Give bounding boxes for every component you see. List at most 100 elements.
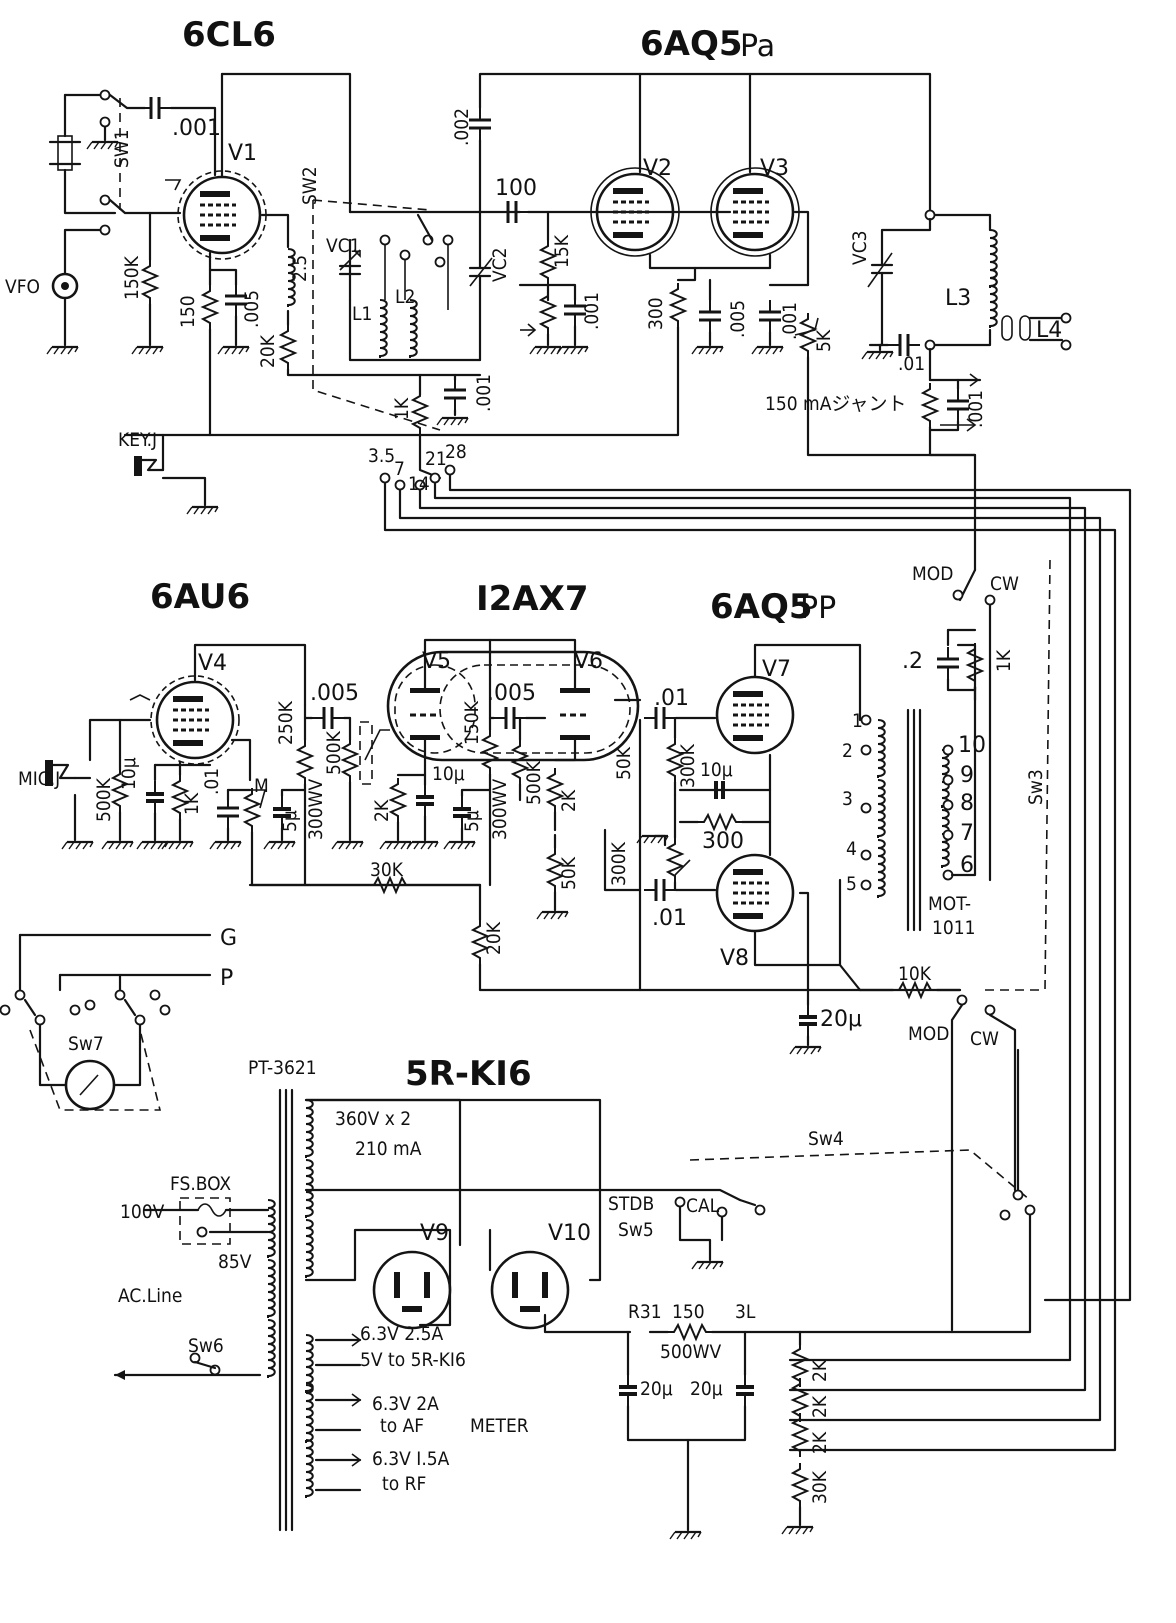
label-tap-6: 6 [960, 853, 974, 878]
label-shunt: 150 mAジャント [765, 393, 906, 415]
label-tap-35: 3.5 [368, 445, 395, 467]
label-c001c: .001 [779, 302, 801, 340]
label-r300k: 300K [677, 743, 699, 788]
label-sec-ma: 210 mA [355, 1138, 422, 1160]
label-vc3: VC3 [849, 230, 871, 265]
label-100v: 100V [120, 1201, 165, 1223]
rf-oscillator-section [45, 72, 1132, 1452]
label-r300k-b: 300K [608, 841, 630, 886]
label-r150: 150 [177, 295, 199, 328]
label-r31: R31 [628, 1301, 662, 1323]
label-l4: L4 [1036, 318, 1062, 343]
label-v6: V6 [574, 649, 603, 674]
label-c01-a: .01 [654, 686, 689, 711]
label-c001b: .001 [581, 292, 603, 330]
label-v8: V8 [720, 946, 749, 971]
label-cal: CAL [686, 1195, 720, 1217]
label-key: KEY.J [118, 429, 157, 451]
v10-tube [490, 1250, 570, 1330]
label-g: G [220, 926, 237, 951]
label-tap-7: 7 [960, 821, 974, 846]
label-cw-b: CW [970, 1028, 999, 1050]
label-c005-mod: .005 [310, 681, 359, 706]
label-bleed-1: 2K [809, 1359, 831, 1382]
label-m: M [254, 775, 269, 797]
label-v7: V7 [762, 657, 791, 682]
fuse-box [179, 1197, 231, 1245]
label-tap-4: 4 [846, 838, 857, 860]
label-tap-21: 21 [425, 448, 447, 470]
label-r1k: 1K [391, 397, 413, 420]
label-c20b: 20μ [690, 1378, 723, 1400]
label-l1: L1 [352, 303, 372, 325]
label-h2a: 6.3V 2A [372, 1393, 439, 1415]
label-r500k-b: 500K [323, 730, 345, 775]
label-v2: V2 [643, 156, 672, 181]
label-300wv: 300WV [305, 778, 327, 840]
label-tap-5: 5 [846, 873, 857, 895]
label-meter: METER [470, 1415, 529, 1437]
label-c5u: 5μ [279, 810, 301, 832]
label-r50k-b: 50K [613, 746, 635, 780]
tube-v2v3-suffix: Pa [740, 29, 775, 64]
label-v4: V4 [198, 651, 227, 676]
label-r2k: 2K [371, 799, 393, 822]
label-500wv: 500WV [660, 1341, 722, 1363]
label-r5k: 5K [813, 329, 835, 352]
v8-tube [715, 853, 795, 933]
label-c01-b: .01 [652, 906, 687, 931]
label-c10u-c: 10μ [700, 759, 733, 781]
label-h1b: 5V to 5R-KI6 [360, 1349, 466, 1371]
label-p: P [220, 966, 233, 991]
label-sw4: Sw4 [808, 1128, 844, 1150]
label-c001d: .001 [965, 390, 987, 428]
label-r150k: 150K [121, 255, 143, 300]
label-pt: PT-3621 [248, 1057, 317, 1079]
label-mod-b: MOD [908, 1023, 949, 1045]
label-mic: MIC.J [18, 768, 60, 790]
label-c005-b: .005 [487, 681, 536, 706]
tube-rect-type: 5R-KI6 [405, 1054, 532, 1094]
label-r500k: 500K [93, 777, 115, 822]
label-c100: 100 [495, 176, 537, 201]
label-tap-14: 14 [408, 473, 430, 495]
label-h2b: to AF [380, 1415, 424, 1437]
label-v9: V9 [420, 1221, 449, 1246]
label-r30k: 30K [370, 859, 404, 881]
key-jack [134, 456, 142, 476]
label-r1k-mod: 1K [181, 792, 203, 815]
label-tap-1: 1 [852, 710, 863, 732]
label-bleed-4: 30K [809, 1470, 831, 1504]
label-c001-grid: .001 [172, 116, 221, 141]
power-supply-section [113, 1048, 1036, 1541]
label-sw2: SW2 [299, 166, 321, 205]
v1-tube [182, 175, 262, 255]
label-c2: .2 [902, 649, 923, 674]
label-r300-mod: 300 [702, 829, 744, 854]
v7-tube [715, 675, 795, 755]
label-r15k: 15K [551, 234, 573, 268]
label-mot-num: 1011 [932, 917, 976, 939]
label-vc2: VC2 [489, 247, 511, 282]
label-r10k: 10K [898, 963, 932, 985]
label-r150k-mod: 150K [461, 700, 483, 745]
label-sw7: Sw7 [68, 1033, 104, 1055]
label-c5u-b: 5μ [461, 810, 483, 832]
tube-v1-type: 6CL6 [182, 15, 276, 55]
label-l2: L2 [395, 286, 415, 308]
label-bleed-2: 2K [809, 1395, 831, 1418]
label-r150-ps: 150 [672, 1301, 705, 1323]
label-mod: MOD [912, 563, 953, 585]
label-l25: 2.5 [289, 255, 311, 282]
label-c20a: 20μ [640, 1378, 673, 1400]
label-vc1: VC1 [326, 235, 361, 257]
label-c001e: .001 [473, 374, 495, 412]
label-c005b: .005 [727, 300, 749, 338]
label-tap-8: 8 [960, 791, 974, 816]
label-c01-mod: .01 [201, 768, 223, 795]
label-v5: V5 [422, 649, 451, 674]
label-r50k: 50K [558, 856, 580, 890]
tube-v7v8-suffix: PP [800, 591, 836, 626]
